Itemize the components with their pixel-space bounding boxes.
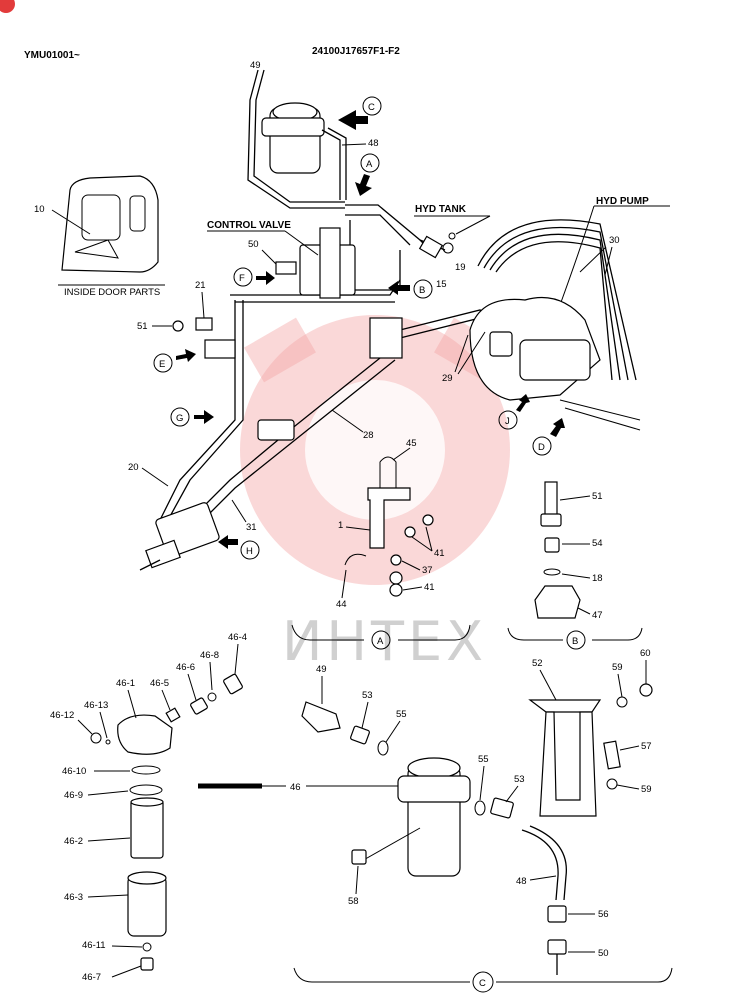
callout-46-7: 46-7 [82, 972, 101, 983]
callout-51-main: 51 [137, 321, 148, 332]
detail-c-callout-50: 50 [598, 948, 609, 959]
callout-46-6: 46-6 [176, 662, 195, 673]
detail-b-callout-18: 18 [592, 573, 603, 584]
filter-exploded-view [90, 673, 243, 971]
svg-text:B: B [419, 285, 425, 296]
callout-49-main: 49 [250, 60, 261, 71]
callout-46-11: 46-11 [82, 940, 106, 951]
svg-text:H: H [246, 546, 253, 557]
callout-46-5: 46-5 [150, 678, 169, 689]
control-valve-label: CONTROL VALVE [207, 220, 291, 231]
callout-1: 1 [338, 520, 343, 531]
svg-text:F: F [239, 273, 245, 284]
callout-19: 19 [455, 262, 466, 273]
view-marker-h: H [218, 535, 260, 560]
svg-text:C: C [368, 102, 375, 113]
detail-c-callout-57: 57 [641, 741, 652, 752]
callout-46-1: 46-1 [116, 678, 135, 689]
detail-c-callout-60: 60 [640, 648, 651, 659]
view-marker-g: G [170, 407, 214, 427]
callout-46-4: 46-4 [228, 632, 247, 643]
svg-text:G: G [176, 413, 183, 424]
detail-b-caption: B [572, 636, 578, 647]
callout-28: 28 [363, 430, 374, 441]
callout-46-12: 46-12 [50, 710, 74, 721]
callout-20: 20 [128, 462, 139, 473]
view-marker-f: F [233, 267, 275, 287]
view-marker-d: D [532, 418, 565, 456]
svg-text:D: D [538, 442, 545, 453]
detail-b-callout-54: 54 [592, 538, 603, 549]
detail-c-callout-59b: 59 [641, 784, 652, 795]
callout-46-9: 46-9 [64, 790, 83, 801]
view-marker-e: E [153, 349, 196, 373]
callout-41-b: 41 [424, 582, 435, 593]
callout-21: 21 [195, 280, 206, 291]
svg-text:E: E [159, 359, 165, 370]
lower-valve-block [139, 502, 220, 571]
detail-c-caption-circle [472, 971, 494, 993]
callout-50-main: 50 [248, 239, 259, 250]
view-marker-j: J [498, 394, 530, 430]
callout-29: 29 [442, 373, 453, 384]
hyd-pump-unit [469, 296, 641, 431]
detail-c-callout-53b: 53 [514, 774, 525, 785]
model-code: YMU01001~ [24, 50, 80, 61]
detail-c-callout-55b: 55 [478, 754, 489, 765]
callout-31: 31 [246, 522, 257, 533]
callout-46: 46 [290, 782, 301, 793]
detail-c-callout-56: 56 [598, 909, 609, 920]
view-marker-c: C [338, 96, 382, 130]
svg-text:J: J [505, 416, 510, 427]
callout-44: 44 [336, 599, 347, 610]
door-callout-10: 10 [34, 204, 45, 215]
callout-30: 30 [609, 235, 620, 246]
view-marker-a: A [355, 153, 380, 196]
u-bolt-bracket [344, 447, 434, 597]
detail-c-caption: C [479, 978, 486, 989]
drawing-number: 24100J17657F1-F2 [312, 46, 400, 57]
door-inset [51, 175, 165, 286]
corner-badge-icon [0, 0, 15, 13]
filter-top-assembly [247, 69, 347, 209]
detail-c-callout-53a: 53 [362, 690, 373, 701]
detail-a-caption: A [377, 636, 384, 647]
inside-door-parts-label: INSIDE DOOR PARTS [64, 287, 160, 298]
callout-37: 37 [422, 565, 433, 576]
callout-41-a: 41 [434, 548, 445, 559]
detail-b [534, 481, 581, 619]
callout-46-2: 46-2 [64, 836, 83, 847]
detail-c [301, 683, 653, 975]
detail-c-callout-49: 49 [316, 664, 327, 675]
detail-c-callout-58: 58 [348, 896, 359, 907]
callout-46-10: 46-10 [62, 766, 86, 777]
callout-46-3: 46-3 [64, 892, 83, 903]
control-valve-block [299, 227, 403, 359]
callout-46-8: 46-8 [200, 650, 219, 661]
hydraulic-lines [159, 204, 637, 521]
callout-48-main: 48 [368, 138, 379, 149]
detail-c-callout-59a: 59 [612, 662, 623, 673]
hyd-tank-label: HYD TANK [415, 204, 467, 215]
svg-text:A: A [366, 159, 373, 170]
detail-b-callout-51: 51 [592, 491, 603, 502]
detail-c-callout-52: 52 [532, 658, 543, 669]
detail-a-caption-circle [371, 630, 391, 650]
detail-b-caption-circle [566, 630, 586, 650]
detail-c-callout-55a: 55 [396, 709, 407, 720]
hyd-pump-label: HYD PUMP [596, 196, 649, 207]
callout-45: 45 [406, 438, 417, 449]
view-marker-b: B [388, 279, 433, 299]
callout-15: 15 [436, 279, 447, 290]
watermark-text: ИНТЕХ [282, 610, 487, 673]
detail-b-callout-47: 47 [592, 610, 603, 621]
detail-c-callout-48: 48 [516, 876, 527, 887]
callout-46-13: 46-13 [84, 700, 108, 711]
